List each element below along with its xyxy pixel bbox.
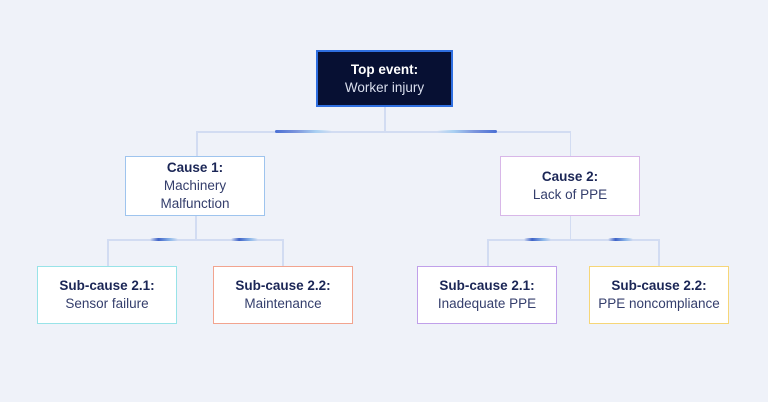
node-title: Sub-cause 2.2:: [235, 278, 331, 293]
node-subtitle: Machinery Malfunction: [160, 178, 230, 211]
node-title: Cause 2:: [541, 169, 599, 184]
node-sub-cause-1-1[interactable]: Sub-cause 2.1: Sensor failure: [37, 266, 177, 324]
connector-drop-cause-1: [196, 131, 198, 156]
node-sub-cause-1-2[interactable]: Sub-cause 2.2: Maintenance: [213, 266, 353, 324]
node-subtitle: Lack of PPE: [532, 187, 608, 202]
node-title: Sub-cause 2.1:: [59, 278, 155, 293]
connector-cause-2-rail: [487, 239, 660, 241]
connector-drop-sub-2-2: [658, 239, 660, 266]
node-subtitle: Worker injury: [344, 79, 425, 95]
connector-drop-sub-2-1: [487, 239, 489, 266]
node-sub-cause-2-1[interactable]: Sub-cause 2.1: Inadequate PPE: [417, 266, 557, 324]
connector-drop-cause-2: [569, 131, 571, 156]
connector-cause-2-vertical: [569, 216, 571, 240]
node-subtitle: Inadequate PPE: [437, 296, 537, 311]
node-title: Top event:: [350, 61, 419, 77]
connector-drop-sub-1-2: [282, 239, 284, 266]
node-cause-1[interactable]: Cause 1: Machinery Malfunction: [125, 156, 265, 216]
node-sub-cause-2-2[interactable]: Sub-cause 2.2: PPE noncompliance: [589, 266, 729, 324]
connector-top-rail: [196, 131, 571, 133]
connector-cause-1-vertical: [195, 216, 197, 240]
node-subtitle: Maintenance: [244, 296, 322, 311]
node-subtitle: Sensor failure: [65, 296, 149, 311]
connector-cause-1-rail: [107, 239, 284, 241]
node-top-event[interactable]: Top event: Worker injury: [316, 50, 453, 107]
connector-drop-sub-1-1: [107, 239, 109, 266]
connector-top-vertical: [384, 107, 386, 132]
node-cause-2[interactable]: Cause 2: Lack of PPE: [500, 156, 640, 216]
node-title: Sub-cause 2.2:: [611, 278, 707, 293]
node-title: Cause 1:: [166, 160, 224, 175]
node-title: Sub-cause 2.1:: [439, 278, 535, 293]
node-subtitle: PPE noncompliance: [598, 296, 720, 311]
